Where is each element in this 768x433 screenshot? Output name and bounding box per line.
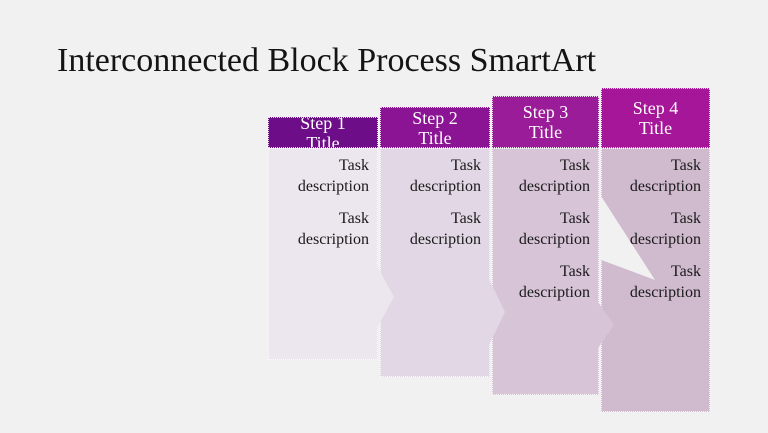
step3-body	[492, 148, 599, 395]
slide-title: Interconnected Block Process SmartArt	[57, 42, 597, 79]
step3-header: Step 3 Title	[492, 96, 599, 148]
task-text: Task description	[409, 157, 481, 195]
step1-body	[268, 148, 378, 360]
step1-tasks: Task description Task description	[268, 155, 369, 261]
step4-tasks: Task description Task description Task d…	[601, 155, 701, 314]
task-text: Task description	[297, 157, 369, 195]
step4-header: Step 4 Title	[601, 88, 710, 148]
step1-header: Step 1 Title	[268, 117, 378, 148]
task-text: Task description	[518, 157, 590, 195]
step2-body	[380, 148, 490, 377]
task-text: Task description	[629, 263, 701, 301]
task-text: Task description	[409, 210, 481, 248]
task-text: Task description	[629, 210, 701, 248]
step4-body	[601, 148, 710, 412]
task-text: Task description	[629, 157, 701, 195]
step3-tasks: Task description Task description Task d…	[492, 155, 590, 314]
task-text: Task description	[518, 210, 590, 248]
task-text: Task description	[518, 263, 590, 301]
step2-tasks: Task description Task description	[380, 155, 481, 261]
task-text: Task description	[297, 210, 369, 248]
step2-header: Step 2 Title	[380, 107, 490, 148]
